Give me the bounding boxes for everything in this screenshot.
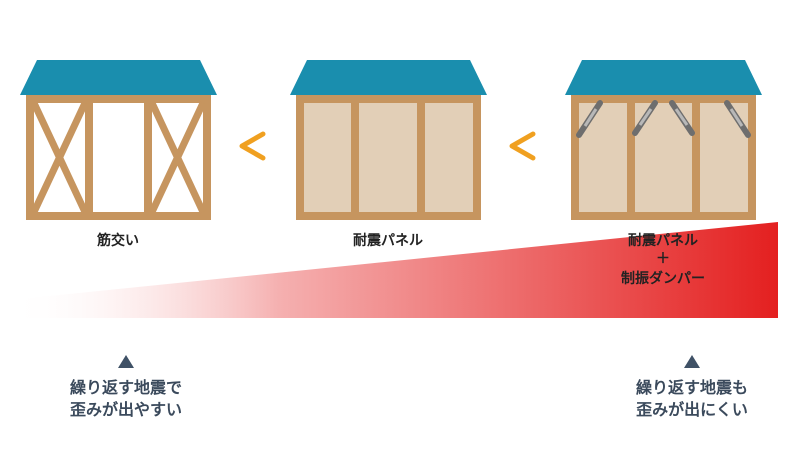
frame-post bbox=[692, 95, 700, 220]
comparison-chevron-1 bbox=[239, 131, 266, 161]
damper bbox=[576, 100, 603, 138]
frame-post bbox=[417, 95, 425, 220]
note-right: 繰り返す地震も 歪みが出にくい bbox=[612, 377, 772, 421]
wall-panel bbox=[571, 95, 756, 220]
wall-panel bbox=[296, 95, 481, 220]
note-right-line1: 繰り返す地震も bbox=[635, 378, 748, 397]
roof bbox=[290, 60, 487, 95]
frame-bottom-beam bbox=[26, 212, 211, 220]
frame-post bbox=[351, 95, 359, 220]
up-triangle-icon bbox=[118, 355, 134, 368]
frame-post bbox=[26, 95, 34, 220]
house-label-panel: 耐震パネル bbox=[353, 233, 423, 249]
comparison-chevron-2 bbox=[509, 131, 536, 161]
frame-post bbox=[748, 95, 756, 220]
cross-brace bbox=[148, 101, 207, 214]
roof bbox=[565, 60, 762, 95]
frame-top-beam bbox=[296, 95, 481, 103]
frame-bottom-beam bbox=[296, 212, 481, 220]
house-panel bbox=[290, 60, 487, 220]
strength-gradient-wedge bbox=[10, 222, 778, 318]
frame-bottom-beam bbox=[571, 212, 756, 220]
frame-post bbox=[627, 95, 635, 220]
house-label-panel-damper-line2: 制振ダンパー bbox=[621, 271, 705, 287]
cross-brace bbox=[30, 101, 89, 214]
note-left-line1: 繰り返す地震で bbox=[69, 378, 182, 397]
house-label-bracing: 筋交い bbox=[97, 233, 139, 249]
roof bbox=[20, 60, 217, 95]
note-left-line2: 歪みが出やすい bbox=[69, 400, 182, 419]
note-left: 繰り返す地震で 歪みが出やすい bbox=[46, 377, 206, 421]
damper bbox=[632, 100, 658, 136]
frame-post bbox=[85, 95, 93, 220]
frame-top-beam bbox=[26, 95, 211, 103]
up-triangle-icon bbox=[684, 355, 700, 368]
frame-post bbox=[473, 95, 481, 220]
house-label-plus: ＋ bbox=[656, 251, 670, 267]
damper bbox=[669, 100, 695, 136]
damper bbox=[724, 100, 751, 138]
house-label-panel-damper-line1: 耐震パネル bbox=[628, 233, 698, 249]
frame-top-beam bbox=[571, 95, 756, 103]
house-panel-damper bbox=[565, 60, 762, 220]
note-right-line2: 歪みが出にくい bbox=[636, 400, 748, 419]
frame-post bbox=[144, 95, 152, 220]
frame-post bbox=[571, 95, 579, 220]
frame-post bbox=[203, 95, 211, 220]
house-bracing bbox=[20, 60, 217, 220]
frame-post bbox=[296, 95, 304, 220]
